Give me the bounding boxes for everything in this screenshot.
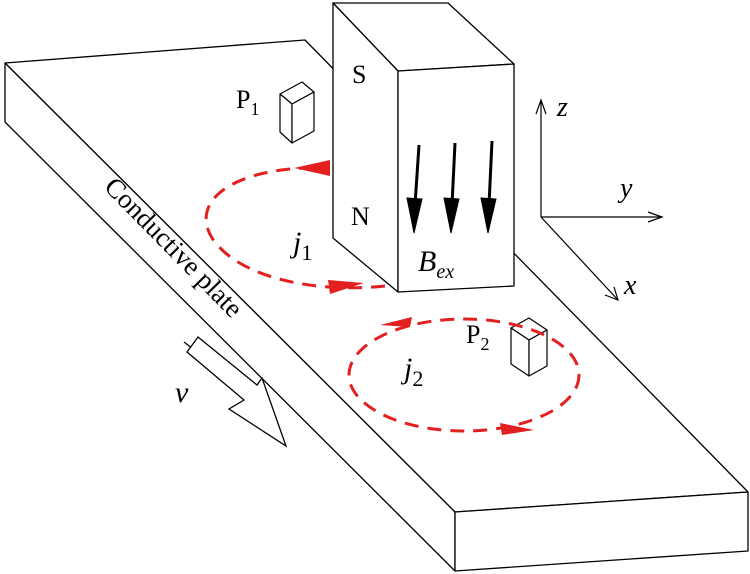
axis-z-head [535, 98, 547, 115]
plate-side-face [454, 491, 749, 572]
magnet-n-label: N [351, 202, 370, 231]
current-loop-j2 [347, 317, 581, 435]
conductive-plate [4, 39, 749, 572]
axes [535, 98, 664, 302]
axis-x-head [604, 286, 619, 302]
probe-p1-label: P1 [236, 85, 259, 119]
j1-arrow-top [294, 160, 330, 176]
current-j2-label: j2 [400, 352, 423, 391]
velocity-arrow [183, 336, 288, 448]
axis-z-label: z [556, 92, 568, 123]
probe-p2 [510, 317, 548, 377]
magnet-front-face [397, 63, 515, 293]
axis-y-label: y [617, 173, 633, 204]
axis-x-label: x [623, 270, 637, 301]
probe-p2-label: P2 [466, 320, 489, 354]
field-arrows [406, 140, 497, 234]
axis-y-head [647, 211, 664, 223]
j2-arrow-bottom [500, 423, 534, 435]
velocity-label: v [175, 376, 189, 409]
j2-arrow-top [380, 317, 412, 327]
current-loop-j1 [204, 160, 386, 294]
probe-p1 [279, 81, 315, 144]
current-j1-label: j1 [289, 226, 312, 265]
field-label: Bex [418, 245, 454, 283]
j1-arrow-bottom [328, 280, 364, 294]
axis-x-line [540, 216, 619, 301]
magnet [332, 2, 515, 293]
magnet-s-label: S [352, 60, 366, 89]
